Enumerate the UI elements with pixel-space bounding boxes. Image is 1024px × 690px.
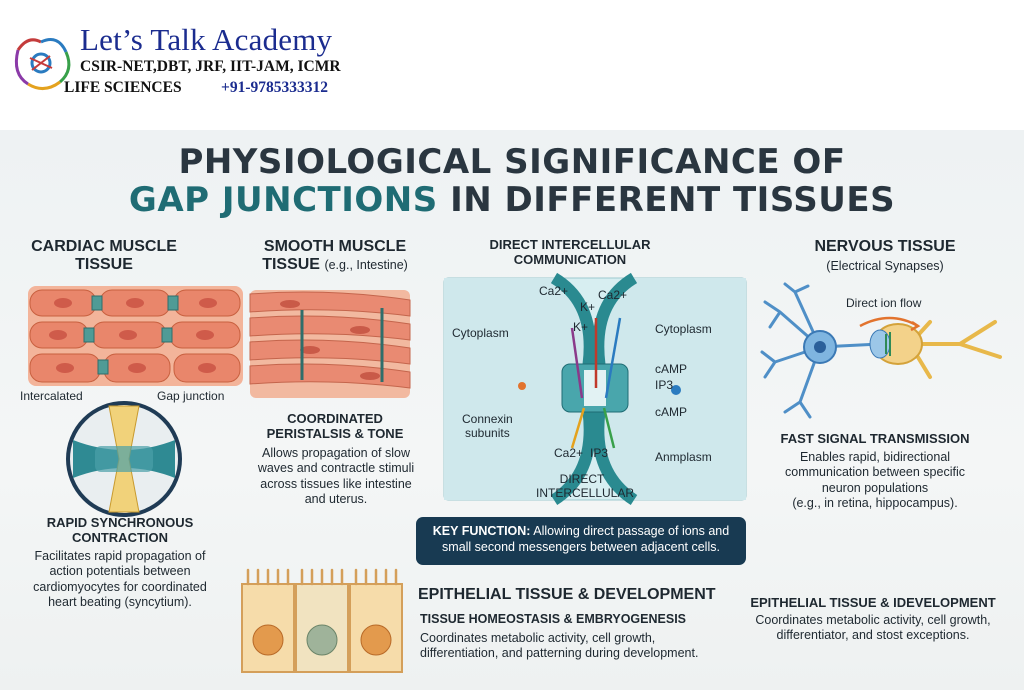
neuron-synapse-illustration — [760, 282, 1002, 419]
brand-phone: +91-9785333312 — [221, 79, 328, 96]
cardiac-subheading: RAPID SYNCHRONOUS CONTRACTION — [46, 515, 194, 545]
label-ca-bottom: Ca2+ — [554, 446, 584, 460]
academy-header: Let’s Talk Academy CSIR-NET,DBT, JRF, II… — [0, 0, 1024, 130]
main-title-line1: PHYSIOLOGICAL SIGNIFICANCE OF — [178, 142, 846, 182]
epithelial-center-heading: EPITHELIAL TISSUE & DEVELOPMENT — [418, 586, 716, 603]
epithelial-center-description: Coordinates metabolic activity, cell gro… — [420, 631, 699, 661]
nervous-heading: NERVOUS TISSUE — [814, 238, 956, 255]
label-k-top: K+ — [580, 300, 596, 314]
gap-junction-zoom-icon — [66, 401, 182, 517]
nervous-subheading: FAST SIGNAL TRANSMISSION — [780, 431, 970, 446]
label-k-mid: K+ — [573, 320, 589, 334]
academy-logo-icon — [14, 38, 71, 90]
label-intercalated: Intercalated — [20, 389, 83, 403]
epithelial-cells-illustration — [241, 568, 403, 673]
label-direct-ion-flow: Direct ion flow — [846, 296, 922, 310]
brand-subtitle: CSIR-NET,DBT, JRF, IIT-JAM, ICMR — [80, 58, 341, 75]
label-ca-top-right: Ca2+ — [598, 288, 628, 302]
label-cytoplasm-left: Cytoplasm — [452, 326, 509, 340]
main-title-line2: GAP JUNCTIONS IN DIFFERENT TISSUES — [0, 180, 1024, 220]
cardiac-muscle-illustration — [28, 286, 243, 386]
main-title-rest: IN DIFFERENT TISSUES — [437, 180, 896, 220]
label-ca-top-left: Ca2+ — [539, 284, 569, 298]
epithelial-right-heading: EPITHELIAL TISSUE & IDEVELOPMENT — [750, 595, 996, 610]
epithelial-center-subheading: TISSUE HOMEOSTASIS & EMBRYOGENESIS — [420, 612, 687, 626]
label-gap-junction: Gap junction — [157, 389, 225, 403]
main-title-highlight: GAP JUNCTIONS — [128, 180, 438, 220]
label-cytoplasm-right: Cytoplasm — [655, 322, 712, 336]
brand-title: Let’s Talk Academy — [80, 22, 333, 57]
direct-heading: DIRECT INTERCELLULAR COMMUNICATION — [489, 237, 651, 267]
smooth-muscle-illustration — [249, 290, 411, 398]
epithelial-right-description: Coordinates metabolic activity, cell gro… — [755, 613, 991, 643]
brand-life-sciences: LIFE SCIENCES — [64, 79, 182, 96]
gap-junction-channel-diagram — [443, 272, 747, 506]
label-camp-2: cAMP — [655, 405, 688, 419]
smooth-subheading: COORDINATED PERISTALSIS & TONE — [266, 411, 404, 441]
label-ip3-bottom: IP3 — [590, 446, 609, 460]
label-ip3-right: IP3 — [655, 378, 674, 392]
cardiac-heading: CARDIAC MUSCLE TISSUE — [31, 238, 177, 274]
label-camp-1: cAMP — [655, 362, 688, 376]
nervous-heading-note: (Electrical Synapses) — [826, 259, 944, 273]
key-function-box: KEY FUNCTION: Allowing direct passage of… — [416, 517, 746, 565]
label-anmplasm: Anmplasm — [655, 450, 712, 464]
smooth-heading: SMOOTH MUSCLE TISSUE (e.g., Intestine) — [262, 238, 408, 274]
